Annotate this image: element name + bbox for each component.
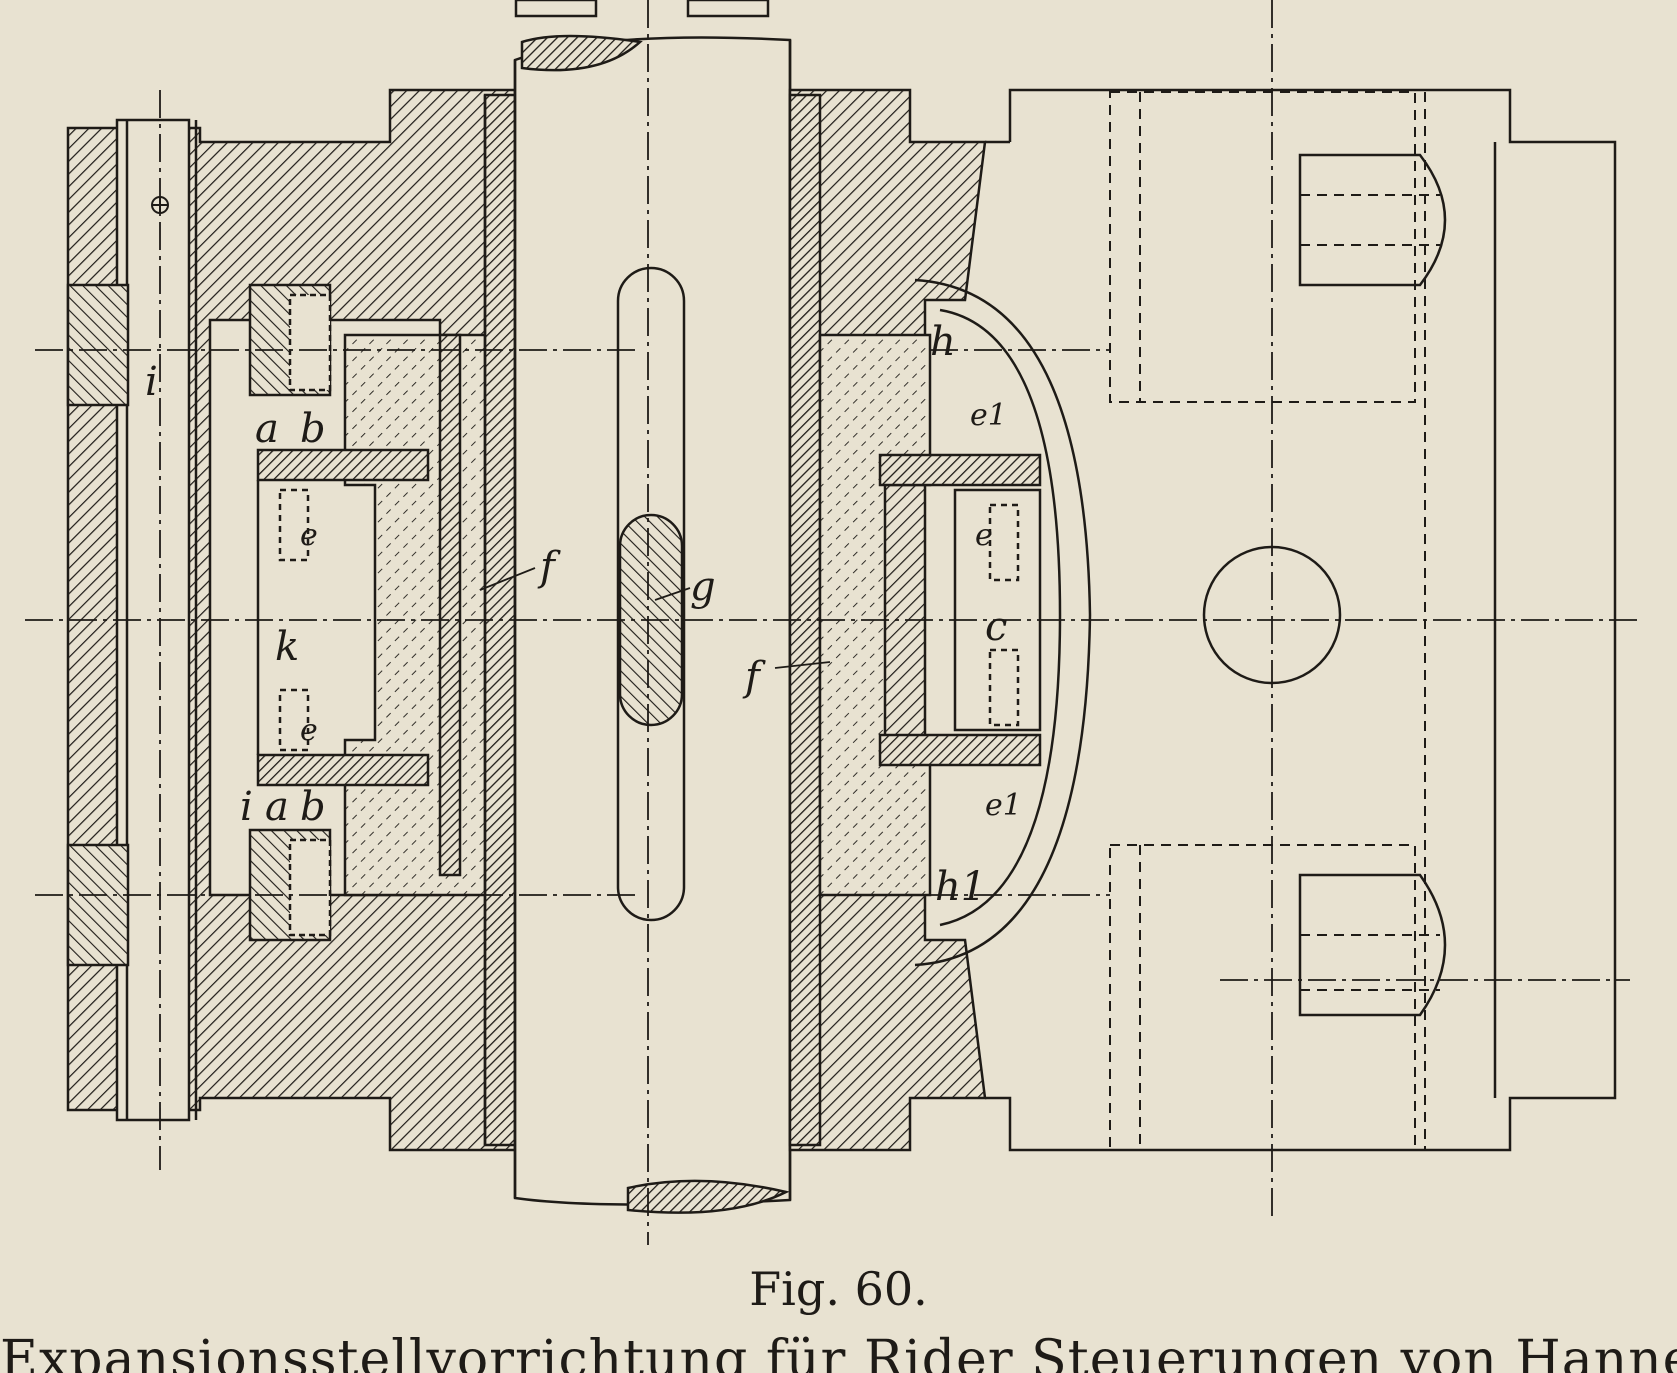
label-h1-bottom: h1 [935, 864, 986, 910]
figure-caption: Expansionsstellvorrichtung für Rider Ste… [0, 1330, 1677, 1373]
label-e-lower-left: e [300, 713, 318, 748]
label-a-top: a [255, 406, 279, 452]
shaft-slot [616, 266, 686, 922]
center-lines [25, 0, 1640, 1245]
label-k: k [275, 624, 299, 670]
labels: i a b e k e i a b f g f h e1 e c e1 h1 [145, 319, 1022, 910]
label-e1-bottom: e1 [985, 788, 1022, 823]
label-e-upper-left: e [300, 518, 318, 553]
right-elevation [985, 88, 1617, 1152]
label-a-bottom: a [265, 784, 289, 830]
figure-number: Fig. 60. [749, 1262, 928, 1316]
shaft [513, 34, 792, 1214]
label-i-top: i [145, 359, 158, 405]
label-i-bottom: i [240, 784, 253, 830]
label-b-bottom: b [300, 784, 326, 830]
label-g: g [690, 564, 716, 610]
label-e1-top: e1 [970, 398, 1007, 433]
label-e-upper-right: e [975, 518, 993, 553]
label-b-top: b [300, 406, 326, 452]
label-c: c [985, 604, 1007, 650]
label-h-top: h [930, 319, 956, 365]
